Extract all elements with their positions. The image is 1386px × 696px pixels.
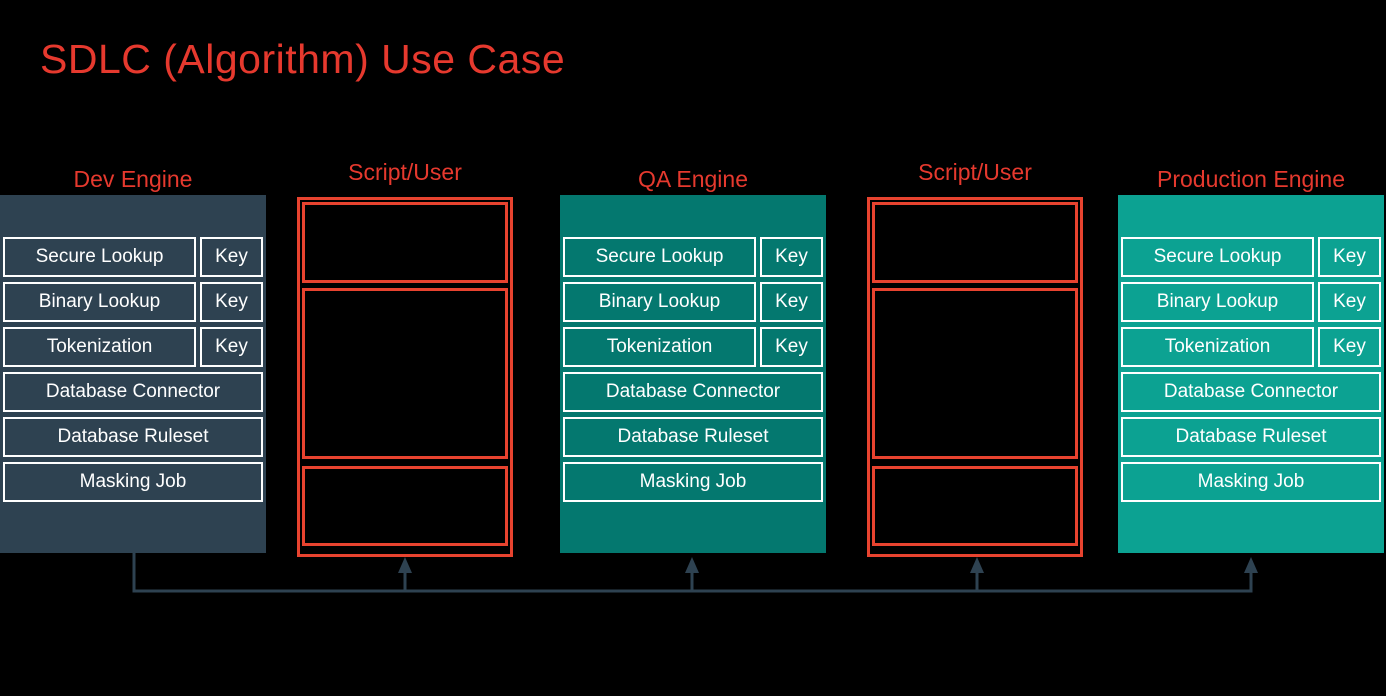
key-cell: Key <box>760 327 823 367</box>
script-user-inner-box <box>302 466 508 546</box>
script-user-box-1 <box>297 197 513 557</box>
table-row: Database Connector <box>3 372 263 412</box>
full-width-cell: Database Ruleset <box>563 417 823 457</box>
table-row: Database Connector <box>1121 372 1381 412</box>
key-cell: Key <box>1318 282 1381 322</box>
full-width-cell: Masking Job <box>3 462 263 502</box>
dev-engine-box: Secure Lookup Key Binary Lookup Key Toke… <box>0 195 266 553</box>
key-cell: Key <box>1318 327 1381 367</box>
table-row: Secure Lookup Key <box>3 237 263 277</box>
page-title: SDLC (Algorithm) Use Case <box>40 36 566 82</box>
script-user-inner-box <box>302 202 508 283</box>
arrowhead-icon <box>970 557 984 573</box>
table-row: Tokenization Key <box>3 327 263 367</box>
key-cell: Key <box>200 237 263 277</box>
column-header-script-user-2: Script/User <box>918 159 1032 185</box>
full-width-cell: Database Ruleset <box>1121 417 1381 457</box>
column-header-production-engine: Production Engine <box>1157 166 1345 192</box>
algorithm-cell: Secure Lookup <box>1121 237 1314 277</box>
algorithm-cell: Tokenization <box>1121 327 1314 367</box>
arrowhead-icon <box>685 557 699 573</box>
table-row: Binary Lookup Key <box>1121 282 1381 322</box>
table-row: Secure Lookup Key <box>563 237 823 277</box>
table-row: Binary Lookup Key <box>563 282 823 322</box>
algorithm-cell: Binary Lookup <box>3 282 196 322</box>
column-header-qa-engine: QA Engine <box>638 166 748 192</box>
table-row: Database Ruleset <box>3 417 263 457</box>
full-width-cell: Database Connector <box>1121 372 1381 412</box>
key-cell: Key <box>760 237 823 277</box>
table-row: Masking Job <box>1121 462 1381 502</box>
full-width-cell: Masking Job <box>1121 462 1381 502</box>
key-cell: Key <box>200 282 263 322</box>
full-width-cell: Database Connector <box>563 372 823 412</box>
table-row: Database Ruleset <box>563 417 823 457</box>
full-width-cell: Masking Job <box>563 462 823 502</box>
algorithm-cell: Tokenization <box>3 327 196 367</box>
column-header-dev-engine: Dev Engine <box>73 166 193 192</box>
script-user-box-2 <box>867 197 1083 557</box>
key-cell: Key <box>760 282 823 322</box>
table-row: Database Connector <box>563 372 823 412</box>
table-row: Secure Lookup Key <box>1121 237 1381 277</box>
table-row: Binary Lookup Key <box>3 282 263 322</box>
script-user-inner-box <box>872 466 1078 546</box>
production-engine-box: Secure Lookup Key Binary Lookup Key Toke… <box>1118 195 1384 553</box>
script-user-inner-box <box>872 288 1078 459</box>
algorithm-cell: Secure Lookup <box>3 237 196 277</box>
algorithm-cell: Binary Lookup <box>563 282 756 322</box>
script-user-inner-box <box>872 202 1078 283</box>
flow-connector-arrows <box>132 553 1258 593</box>
full-width-cell: Database Ruleset <box>3 417 263 457</box>
full-width-cell: Database Connector <box>3 372 263 412</box>
key-cell: Key <box>200 327 263 367</box>
qa-engine-box: Secure Lookup Key Binary Lookup Key Toke… <box>560 195 826 553</box>
algorithm-cell: Binary Lookup <box>1121 282 1314 322</box>
table-row: Database Ruleset <box>1121 417 1381 457</box>
arrowhead-icon <box>398 557 412 573</box>
algorithm-cell: Secure Lookup <box>563 237 756 277</box>
arrowhead-icon <box>1244 557 1258 573</box>
table-row: Tokenization Key <box>563 327 823 367</box>
table-row: Masking Job <box>3 462 263 502</box>
column-header-script-user-1: Script/User <box>348 159 462 185</box>
script-user-inner-box <box>302 288 508 459</box>
table-row: Masking Job <box>563 462 823 502</box>
algorithm-cell: Tokenization <box>563 327 756 367</box>
table-row: Tokenization Key <box>1121 327 1381 367</box>
key-cell: Key <box>1318 237 1381 277</box>
